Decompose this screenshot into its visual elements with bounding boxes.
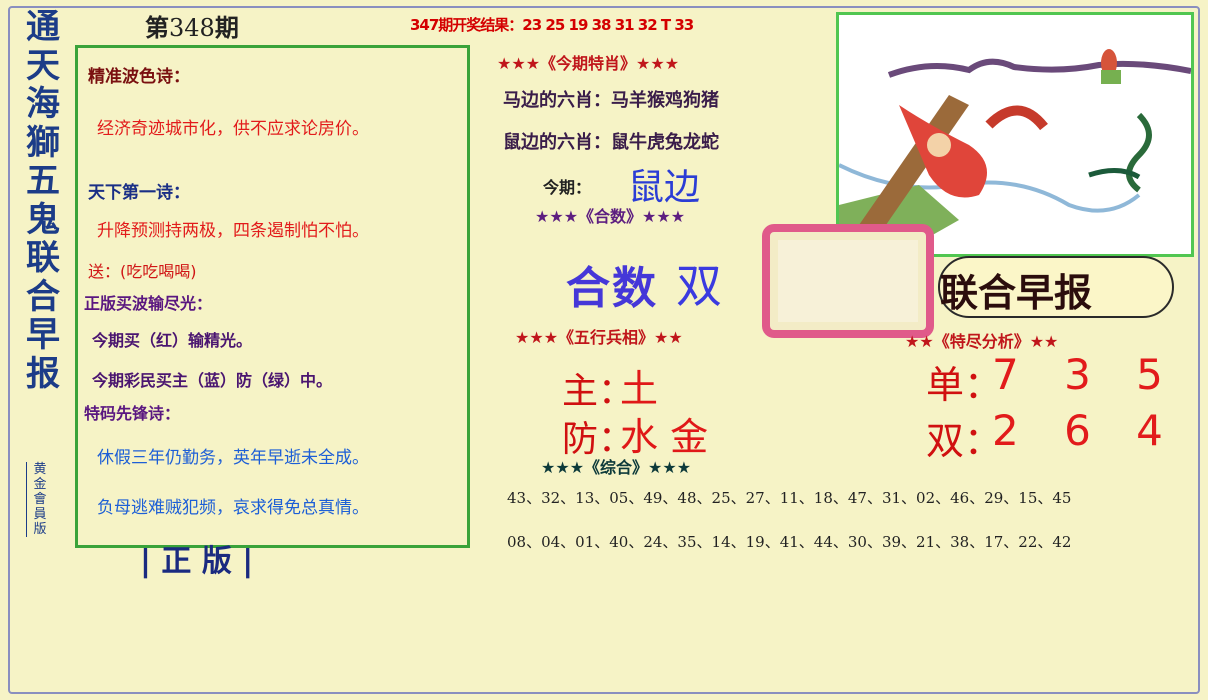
title-char: 五 <box>26 161 60 201</box>
buy-line-2: 今期彩民买主（蓝）防（绿）中。 <box>92 371 333 390</box>
sum-label: 合数 <box>566 263 658 314</box>
sum-value: 双 <box>676 259 722 313</box>
title-char: 海 <box>26 84 60 124</box>
main-label: 主： <box>562 371 635 412</box>
first-poem-title: 天下第一诗： <box>88 183 190 203</box>
wave-poem: 经济奇迹城市化，供不应求论房价。 <box>97 119 369 139</box>
even-label: 双： <box>926 419 1003 463</box>
current-value: 鼠边 <box>628 167 701 208</box>
title-char: 早 <box>26 315 60 355</box>
title-char: 通 <box>26 7 60 47</box>
illustration <box>836 12 1194 257</box>
vertical-title: 通 天 海 獅 五 鬼 联 合 早 报 <box>16 8 70 393</box>
title-char: 联 <box>26 238 60 278</box>
fisherman-illustration <box>838 49 1192 254</box>
title-char: 天 <box>26 45 60 86</box>
elements-header: ★★★《五行兵相》★★ <box>515 328 683 347</box>
zodiac-header: ★★★《今期特肖》★★★ <box>497 54 680 73</box>
subtitle-char: 員 <box>33 507 47 522</box>
gift-line: 送：(吃吃喝喝) <box>88 262 197 281</box>
previous-result: 347期开奖结果：23 25 19 38 31 32 T 33 <box>410 16 694 34</box>
combined-header: ★★★《综合》★★★ <box>541 458 692 477</box>
issue-suffix: 期 <box>214 13 239 42</box>
numbers-row-2: 08、04、01、40、24、35、14、19、41、44、30、39、21、3… <box>507 533 1072 551</box>
title-char: 报 <box>26 353 60 394</box>
issue-value: 348 <box>169 14 215 42</box>
subtitle-char: 會 <box>33 492 47 507</box>
main-value: 土 <box>620 367 659 411</box>
vertical-subtitle: 黄 金 會 員 版 <box>26 462 53 537</box>
banner-title: 联合早报 <box>940 271 1093 315</box>
first-poem: 升降预测持两极，四条遏制怕不怕。 <box>97 221 369 241</box>
guard-label: 防： <box>562 419 635 460</box>
buy-line-1: 今期买（红）输精光。 <box>92 331 253 350</box>
title-char: 鬼 <box>26 199 60 240</box>
left-panel <box>75 45 470 548</box>
sum-header: ★★★《合数》★★★ <box>535 207 686 226</box>
pioneer-title: 特码先锋诗： <box>84 404 181 423</box>
even-value: 2 6 4 <box>992 406 1179 455</box>
issue-prefix: 第 <box>145 13 169 42</box>
horse-six-line: 马边的六肖：马羊猴鸡狗猪 <box>503 90 719 111</box>
issue-number: 第348期 <box>145 8 239 43</box>
rat-six-line: 鼠边的六肖：鼠牛虎兔龙蛇 <box>503 132 719 153</box>
odd-label: 单： <box>926 363 1003 407</box>
current-label: 今期： <box>543 178 592 197</box>
banner-oval <box>938 256 1174 318</box>
buy-wave-title: 正版买波输尽光： <box>84 294 213 313</box>
odd-value: 7 3 5 <box>992 350 1179 399</box>
title-char: 合 <box>26 276 60 317</box>
highlight-inner <box>778 240 918 322</box>
guard-value: 水 金 <box>620 415 709 459</box>
bottom-label: | 正 版 | <box>140 544 254 579</box>
subtitle-char: 黄 <box>33 462 47 477</box>
pioneer-line-2: 负母逃难贼犯频，哀求得免总真情。 <box>97 498 369 518</box>
subtitle-char: 金 <box>33 477 47 492</box>
numbers-row-1: 43、32、13、05、49、48、25、27、11、18、47、31、02、4… <box>507 489 1072 507</box>
subtitle-char: 版 <box>33 522 47 537</box>
poster-frame <box>8 6 1200 694</box>
wave-poem-title: 精准波色诗： <box>88 67 190 87</box>
pioneer-line-1: 休假三年仍勤务，英年早逝未全成。 <box>97 448 369 468</box>
title-char: 獅 <box>26 122 60 163</box>
analysis-header: ★★《特尽分析》★★ <box>905 332 1059 351</box>
